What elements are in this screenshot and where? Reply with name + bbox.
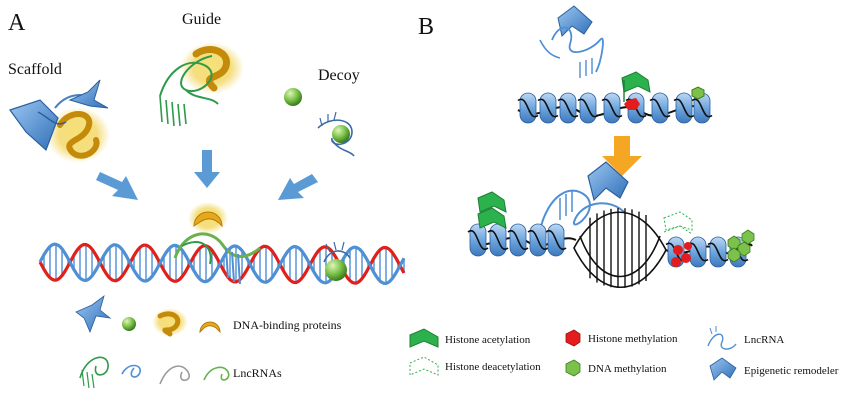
legend-bound-protein-icon (199, 321, 221, 334)
legend-dna-methylation-icon (565, 359, 581, 377)
top-dna-methylation-icon (691, 86, 705, 100)
legend-histone-acetylation-label: Histone acetylation (445, 334, 531, 346)
nucleosome-icon (545, 223, 567, 257)
legend-lncrna-icons (79, 356, 230, 389)
decoy-label: Decoy (318, 67, 360, 84)
legend-histone-methylation-label: Histone methylation (588, 333, 678, 345)
nucleosome-icon (557, 92, 579, 124)
arrow-center (194, 150, 220, 188)
convergence-arrows (96, 150, 318, 200)
legend-scaffold-protein-icon (75, 294, 112, 334)
legend-guide-protein-icon (157, 311, 181, 337)
legend-lightgreen-lncrna-icon (203, 366, 230, 381)
bottom-deacetylation-flag-icon (663, 211, 693, 231)
legend-lncrnas-label: LncRNAs (233, 366, 282, 380)
arrow-left (96, 172, 138, 200)
panel-b-legend: Histone acetylation Histone deacetylatio… (409, 326, 839, 381)
guide-label: Guide (182, 11, 221, 28)
legend-grey-lncrna-icon (159, 365, 191, 385)
top-methylation-icon (624, 98, 640, 110)
scaffold-complex-icon (9, 79, 110, 163)
nucleosome-icon (527, 223, 549, 257)
panel-a-legend: DNA-binding proteins LncRNAs (75, 294, 342, 389)
nucleosome-icon (601, 92, 623, 124)
bottom-acetylation-flag-2-icon (477, 207, 507, 229)
arrow-right (278, 174, 318, 200)
panel-b: B (409, 5, 839, 381)
bottom-remodeler-complex (539, 161, 629, 231)
legend-histone-acetylation-icon (409, 328, 439, 348)
legend-proteins-label: DNA-binding proteins (233, 318, 342, 332)
top-acetylation-flag-icon (621, 71, 651, 93)
legend-histone-methylation-icon (565, 329, 581, 347)
scaffold-label: Scaffold (8, 61, 62, 78)
nucleosome-icon (687, 236, 709, 268)
nucleosome-icon (517, 92, 539, 124)
nucleosome-icon (673, 92, 695, 124)
legend-protein-icons (75, 294, 221, 337)
legend-epigenetic-remodeler-icon (709, 357, 737, 381)
legend-histone-deacetylation-label: Histone deacetylation (445, 361, 541, 373)
panel-b-letter: B (418, 14, 434, 40)
bottom-acetylation-flag-1-icon (477, 191, 507, 213)
bottom-chromatin (467, 191, 755, 288)
nucleosome-icon (649, 92, 671, 124)
legend-blue-lncrna-icon (121, 364, 141, 378)
legend-lncrna-icon (707, 333, 737, 350)
nucleosome-icon (537, 92, 559, 124)
nucleosome-icon (707, 236, 729, 268)
bottom-dna-methylation-cluster (727, 229, 755, 263)
remodeler-icon (557, 5, 593, 37)
decoy-protein-icon (284, 88, 302, 106)
bottom-methylation-cluster (671, 242, 692, 267)
legend-dna-methylation-label: DNA methylation (588, 363, 667, 375)
guide-complex-icon (159, 42, 244, 127)
top-chromatin (517, 71, 713, 124)
legend-green-lncrna-icon (79, 356, 109, 379)
dna-bound-complexes (173, 202, 351, 285)
dna-helix (38, 242, 406, 286)
top-remodeler-complex (539, 5, 604, 78)
orange-arrow (602, 136, 642, 176)
panel-a: A Scaffold Guide Decoy (8, 10, 406, 389)
nucleosome-icon (507, 223, 529, 257)
open-dna-region (573, 208, 667, 288)
nucleosome-icon (577, 92, 599, 124)
nucleosome-icon (487, 223, 509, 257)
legend-decoy-protein-icon (122, 317, 136, 331)
legend-histone-deacetylation-icon (409, 356, 439, 376)
bottom-remodeler-icon (587, 161, 629, 202)
legend-lncrna-label: LncRNA (744, 334, 784, 346)
decoy-complex-icon (284, 88, 355, 157)
legend-epigenetic-remodeler-label: Epigenetic remodeler (744, 365, 839, 377)
nucleosome-icon (467, 223, 489, 257)
panel-a-letter: A (8, 10, 26, 36)
